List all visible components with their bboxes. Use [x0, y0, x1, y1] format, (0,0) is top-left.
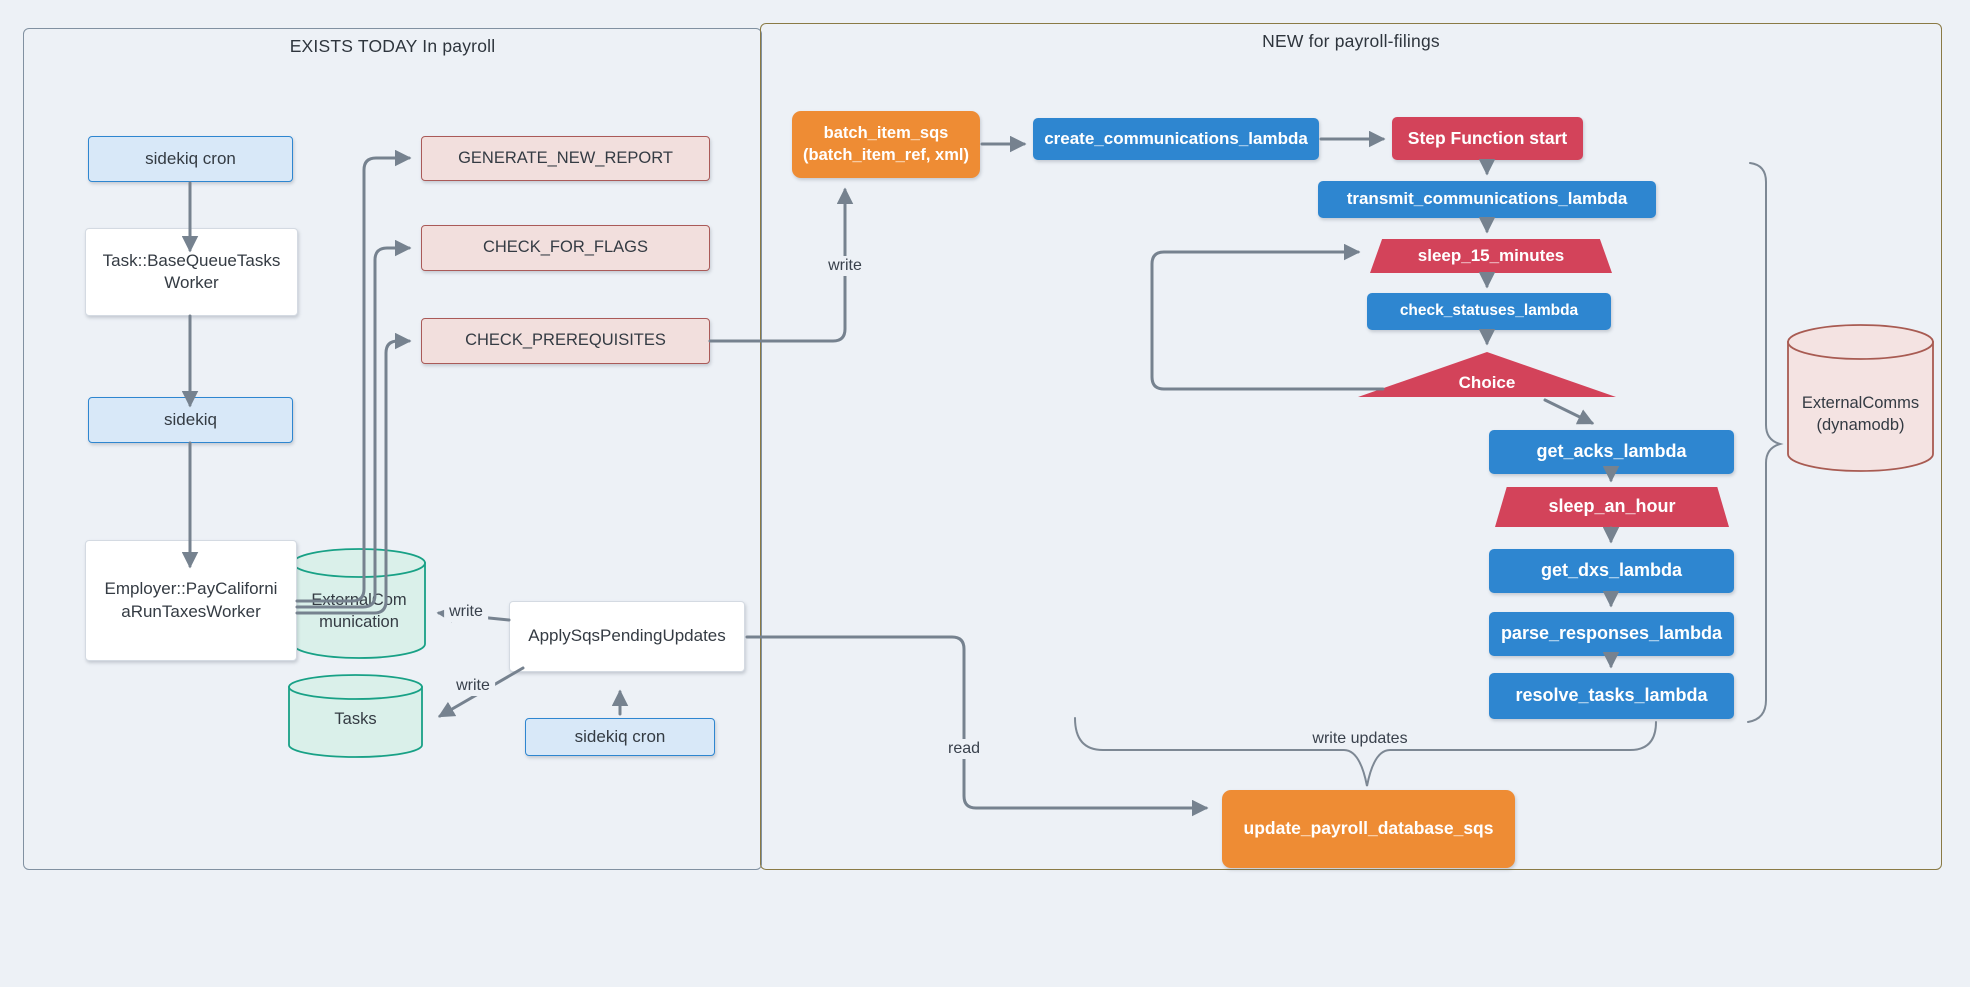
node-sidekiq-cron-bottom: sidekiq cron	[525, 718, 715, 756]
node-get-dxs-lambda: get_dxs_lambda	[1489, 549, 1734, 593]
panel-exists-today: EXISTS TODAY In payroll	[23, 28, 762, 870]
node-resolve-tasks-lambda: resolve_tasks_lambda	[1489, 673, 1734, 719]
label-tasks-db: Tasks	[334, 709, 377, 728]
edge-label-write-tasks: write	[451, 676, 495, 696]
node-update-payroll-database-sqs: update_payroll_database_sqs	[1222, 790, 1515, 868]
node-sidekiq: sidekiq	[88, 397, 293, 443]
node-get-acks-lambda: get_acks_lambda	[1489, 430, 1734, 474]
node-check-statuses-lambda: check_statuses_lambda	[1367, 293, 1611, 330]
label-external-comms-dynamodb: ExternalComms (dynamodb)	[1801, 393, 1920, 434]
node-apply-sqs-pending-updates: ApplySqsPendingUpdates	[509, 601, 745, 672]
panel-new-payroll-filings-title: NEW for payroll-filings	[1262, 31, 1440, 51]
edge-label-write-external-communication: write	[444, 602, 488, 622]
label-external-communication-db: ExternalCom munication	[311, 590, 407, 631]
edge-label-write-batch: write	[823, 256, 867, 276]
node-transmit-communications-lambda: transmit_communications_lambda	[1318, 181, 1656, 218]
node-sleep-an-hour: sleep_an_hour	[1495, 487, 1729, 527]
node-sidekiq-cron-top: sidekiq cron	[88, 136, 293, 182]
panel-exists-today-title: EXISTS TODAY In payroll	[289, 36, 496, 56]
node-check-prerequisites: CHECK_PREREQUISITES	[421, 318, 710, 364]
edge-label-write-updates: write updates	[1307, 729, 1413, 749]
edge-label-read: read	[942, 739, 986, 759]
node-parse-responses-lambda: parse_responses_lambda	[1489, 612, 1734, 656]
panel-new-payroll-filings: NEW for payroll-filings	[760, 23, 1942, 870]
node-batch-item-sqs: batch_item_sqs (batch_item_ref, xml)	[792, 111, 980, 178]
node-generate-new-report: GENERATE_NEW_REPORT	[421, 136, 710, 181]
node-check-for-flags: CHECK_FOR_FLAGS	[421, 225, 710, 271]
node-create-communications-lambda: create_communications_lambda	[1033, 118, 1319, 160]
node-pay-california-run-taxes-worker: Employer::PayCaliforni aRunTaxesWorker	[85, 540, 297, 661]
node-sleep-15-minutes: sleep_15_minutes	[1370, 239, 1612, 273]
node-step-function-start: Step Function start	[1392, 117, 1583, 160]
node-base-queue-tasks-worker: Task::BaseQueueTasks Worker	[85, 228, 298, 316]
